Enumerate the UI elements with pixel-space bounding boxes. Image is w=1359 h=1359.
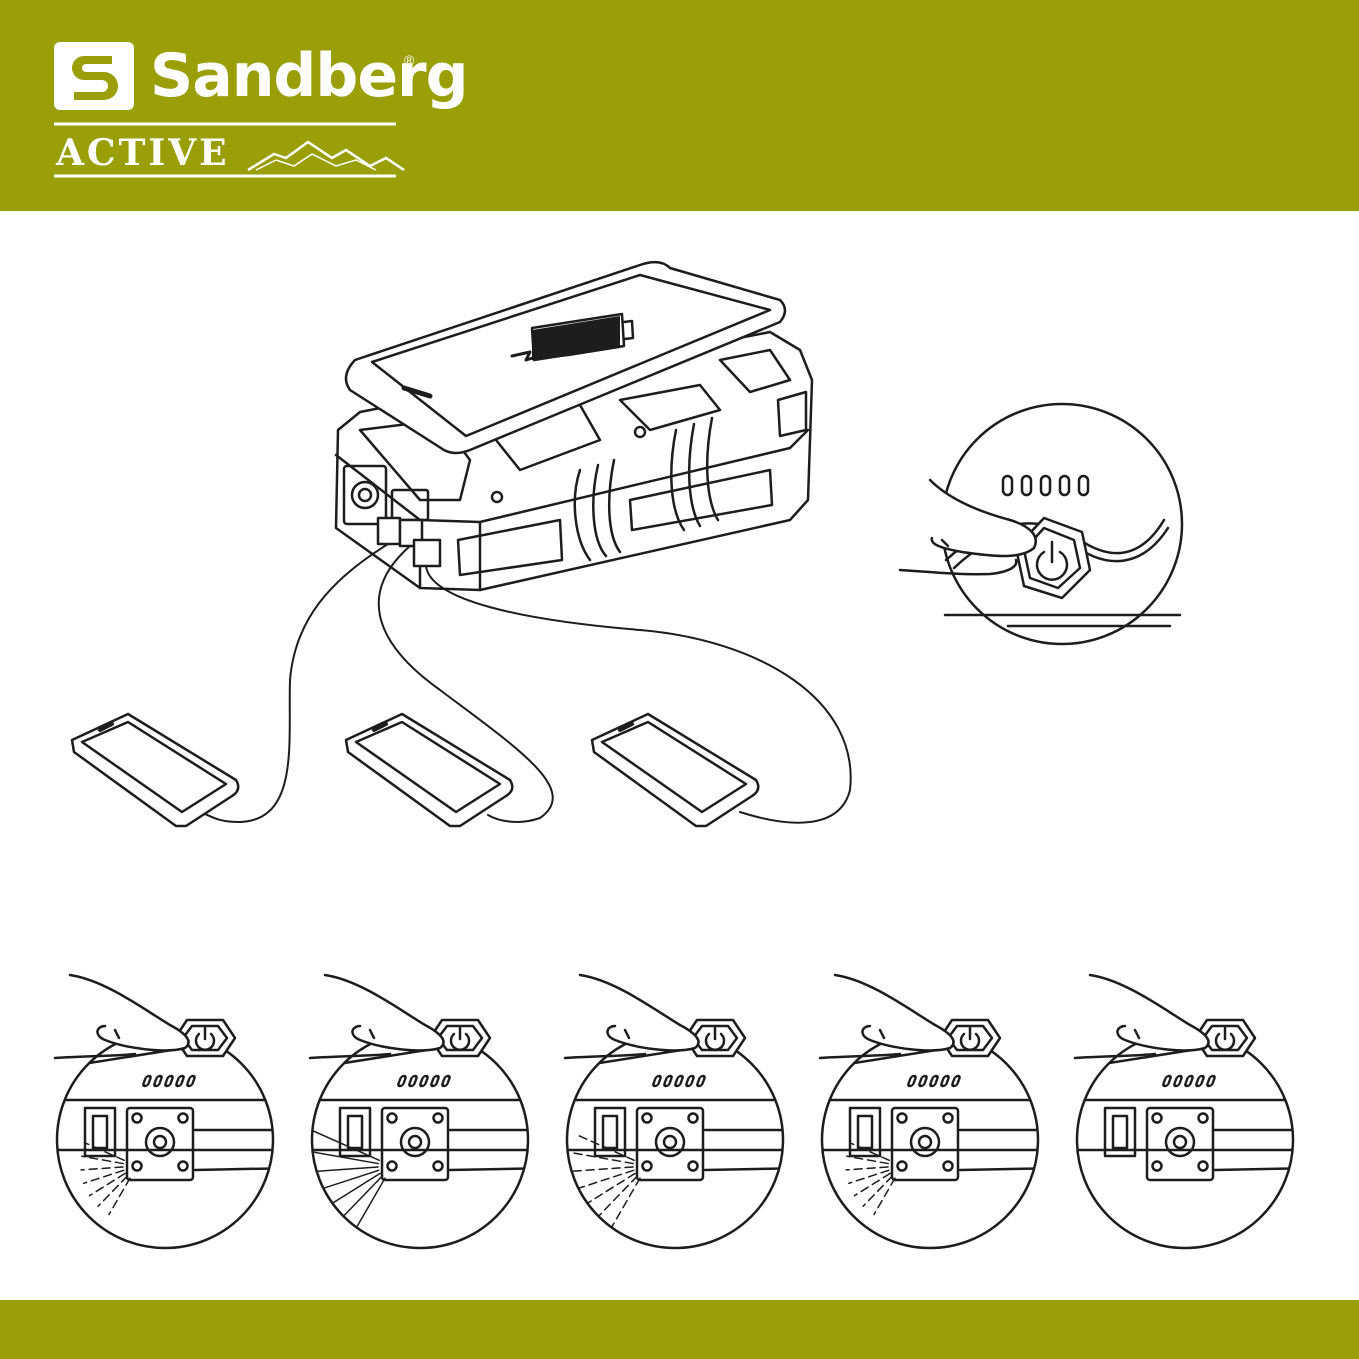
flashlight-step-5 [1065, 975, 1315, 1248]
phone-2 [346, 714, 512, 826]
flashlight-step-2 [298, 975, 550, 1248]
phone-3 [592, 714, 758, 826]
flashlight-step-3 [555, 975, 805, 1248]
flashlight-step-1 [45, 975, 295, 1248]
flashlight-step-4 [810, 975, 1060, 1248]
power-button-detail [900, 404, 1182, 644]
phone-1 [72, 714, 238, 826]
